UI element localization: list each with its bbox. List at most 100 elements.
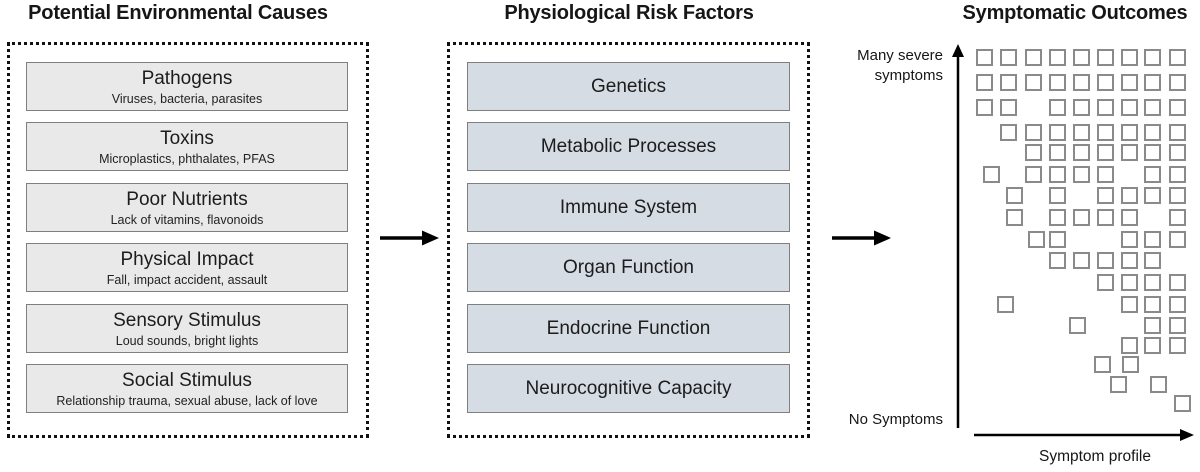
symptom-square	[1169, 274, 1186, 291]
cause-sublabel: Fall, impact accident, assault	[106, 272, 268, 287]
factor-label: Immune System	[559, 196, 698, 218]
symptom-square	[1144, 296, 1161, 313]
cause-box-toxins: Toxins Microplastics, phthalates, PFAS	[26, 122, 348, 171]
symptom-square	[1169, 166, 1186, 183]
symptom-square	[1049, 49, 1066, 66]
cause-sublabel: Microplastics, phthalates, PFAS	[99, 151, 275, 166]
symptom-square	[1097, 49, 1114, 66]
symptom-square	[1073, 49, 1090, 66]
symptom-square	[1169, 99, 1186, 116]
cause-label: Physical Impact	[120, 248, 254, 270]
y-axis-arrow-icon	[952, 44, 964, 428]
symptom-square	[1025, 166, 1042, 183]
symptom-square	[1144, 124, 1161, 141]
factor-box-organ-function: Organ Function	[467, 243, 790, 292]
symptom-square	[1169, 337, 1186, 354]
symptom-square	[1169, 144, 1186, 161]
symptom-square	[1121, 231, 1138, 248]
symptom-square	[1028, 231, 1045, 248]
symptom-square	[1073, 209, 1090, 226]
symptom-square	[1144, 187, 1161, 204]
symptom-square	[1097, 124, 1114, 141]
symptom-square	[1073, 166, 1090, 183]
symptom-square	[1025, 144, 1042, 161]
flow-arrow-icon	[380, 230, 439, 246]
flow-arrow-icon	[832, 230, 891, 246]
cause-box-poor-nutrients: Poor Nutrients Lack of vitamins, flavono…	[26, 183, 348, 232]
symptom-square	[1049, 231, 1066, 248]
symptom-square	[1049, 209, 1066, 226]
x-axis-arrow-icon	[974, 429, 1194, 441]
cause-sublabel: Relationship trauma, sexual abuse, lack …	[56, 393, 318, 408]
symptom-square	[1000, 49, 1017, 66]
symptom-square	[1121, 124, 1138, 141]
cause-label: Poor Nutrients	[126, 188, 248, 210]
symptom-square	[976, 74, 993, 91]
y-axis-bottom-label: No Symptoms	[848, 411, 943, 428]
symptom-square	[1049, 124, 1066, 141]
symptom-square	[1144, 337, 1161, 354]
symptom-square	[1144, 166, 1161, 183]
outcomes-section-title: Symptomatic Outcomes	[962, 2, 1188, 24]
cause-label: Social Stimulus	[122, 369, 252, 391]
symptom-square	[1144, 252, 1161, 269]
symptom-square	[1169, 209, 1186, 226]
symptom-square	[1169, 296, 1186, 313]
symptom-square	[1097, 144, 1114, 161]
symptom-square	[1121, 99, 1138, 116]
symptom-square	[1049, 187, 1066, 204]
symptom-square	[1097, 187, 1114, 204]
symptom-square	[1121, 337, 1138, 354]
symptom-square	[1069, 317, 1086, 334]
symptom-square	[1097, 252, 1114, 269]
symptom-square	[1121, 49, 1138, 66]
cause-box-social-stimulus: Social Stimulus Relationship trauma, sex…	[26, 364, 348, 413]
symptom-square	[1150, 376, 1167, 393]
cause-sublabel: Viruses, bacteria, parasites	[111, 91, 263, 106]
symptom-square	[1121, 187, 1138, 204]
symptom-square	[1049, 74, 1066, 91]
symptom-square	[976, 99, 993, 116]
symptom-square	[1073, 252, 1090, 269]
symptom-square	[1144, 144, 1161, 161]
symptom-square	[1000, 74, 1017, 91]
symptom-square	[1121, 252, 1138, 269]
factor-box-endocrine-function: Endocrine Function	[467, 304, 790, 353]
factors-dotted-container	[447, 42, 810, 438]
causes-dotted-container	[7, 42, 369, 438]
symptom-square	[1097, 209, 1114, 226]
cause-box-pathogens: Pathogens Viruses, bacteria, parasites	[26, 62, 348, 111]
factor-box-genetics: Genetics	[467, 62, 790, 111]
symptom-square	[1169, 231, 1186, 248]
factor-label: Genetics	[591, 75, 666, 97]
cause-sublabel: Loud sounds, bright lights	[115, 333, 259, 348]
symptom-square	[1073, 144, 1090, 161]
symptom-square	[1073, 99, 1090, 116]
symptom-square	[1121, 296, 1138, 313]
symptom-square	[1144, 99, 1161, 116]
symptom-square	[1097, 99, 1114, 116]
symptom-square	[997, 296, 1014, 313]
symptom-square	[1000, 124, 1017, 141]
causes-section-title: Potential Environmental Causes	[28, 2, 328, 24]
symptom-square	[1169, 187, 1186, 204]
cause-box-physical-impact: Physical Impact Fall, impact accident, a…	[26, 243, 348, 292]
symptom-square	[1110, 376, 1127, 393]
symptom-square	[1121, 274, 1138, 291]
symptom-square	[1025, 74, 1042, 91]
symptom-square	[1097, 74, 1114, 91]
symptom-square	[1144, 231, 1161, 248]
symptom-square	[1094, 356, 1111, 373]
symptom-square	[1025, 124, 1042, 141]
symptom-square	[1049, 166, 1066, 183]
symptom-square	[1169, 74, 1186, 91]
factor-label: Endocrine Function	[546, 317, 711, 339]
factor-label: Neurocognitive Capacity	[525, 377, 732, 399]
factor-label: Organ Function	[563, 256, 694, 278]
symptom-square	[1073, 124, 1090, 141]
factors-section-title: Physiological Risk Factors	[504, 2, 754, 24]
symptom-square	[1049, 252, 1066, 269]
symptom-square	[1025, 49, 1042, 66]
symptom-square	[1121, 74, 1138, 91]
factor-box-metabolic-processes: Metabolic Processes	[467, 122, 790, 171]
